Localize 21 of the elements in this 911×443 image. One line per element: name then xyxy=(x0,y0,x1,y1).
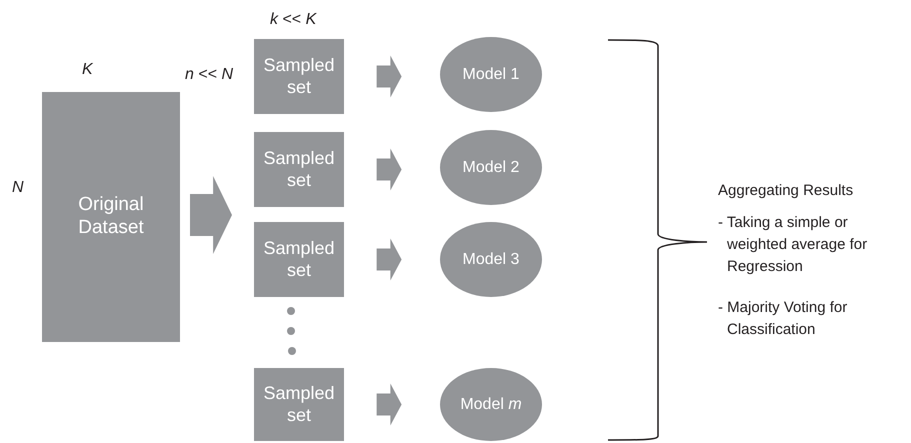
block-arrow xyxy=(376,384,402,426)
annotation-text: - Taking a simple or weighted average for Regression xyxy=(718,213,868,276)
model-ellipse: Model 2 xyxy=(440,130,542,205)
annotation-text: k << K xyxy=(270,10,318,30)
dataset-box: Sampled set xyxy=(254,222,344,297)
annotation-text: Aggregating Results xyxy=(718,181,854,201)
dataset-box: Sampled set xyxy=(254,368,344,441)
dataset-box: Original Dataset xyxy=(42,92,180,342)
annotation-text: N xyxy=(12,178,25,198)
annotation-text: - Majority Voting for Classification xyxy=(718,298,848,340)
block-arrow xyxy=(376,238,402,280)
model-ellipse: Model 1 xyxy=(440,37,542,112)
block-arrow xyxy=(190,176,232,254)
block-arrow xyxy=(376,56,402,98)
dataset-box: Sampled set xyxy=(254,39,344,114)
annotation-text: n << N xyxy=(185,65,234,85)
block-arrow xyxy=(376,148,402,190)
model-ellipse: Model m xyxy=(440,368,542,441)
model-ellipse: Model 3 xyxy=(440,222,542,297)
dataset-box: Sampled set xyxy=(254,132,344,207)
annotation-text: K xyxy=(82,60,94,80)
